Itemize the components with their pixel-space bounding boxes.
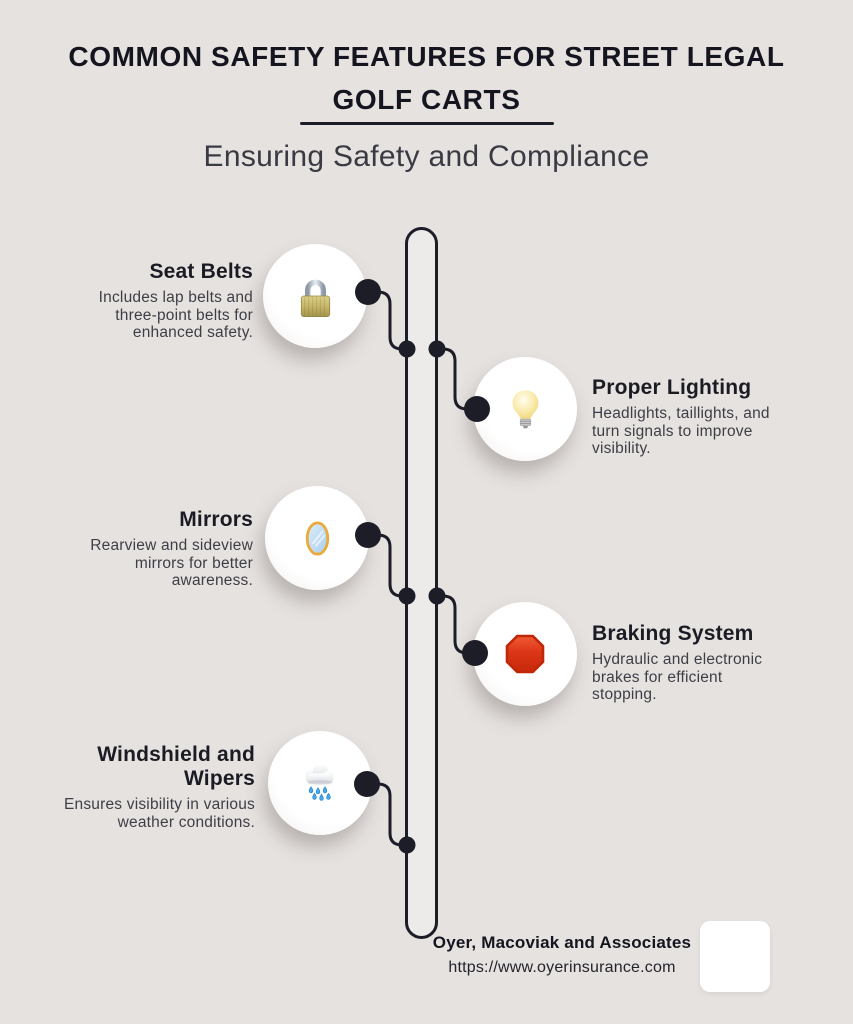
mirrors-text: Mirrors Rearview and sideview mirrors fo… xyxy=(38,508,253,589)
stop-sign-icon xyxy=(505,634,545,674)
braking-system-description: Hydraulic and electronic brakes for effi… xyxy=(592,651,763,703)
braking-system-text: Braking System Hydraulic and electronic … xyxy=(592,622,802,703)
connector-windshield-wipers xyxy=(365,782,409,847)
junction-dot-2 xyxy=(428,340,446,358)
junction-dot-3 xyxy=(398,587,416,605)
connector-braking-system xyxy=(435,594,476,655)
light-bulb-icon xyxy=(512,389,538,428)
windshield-wipers-title: Windshield and Wipers xyxy=(97,743,255,791)
footer-logo-placeholder xyxy=(700,921,770,992)
connector-seat-belts xyxy=(366,290,409,351)
title-divider xyxy=(299,122,554,125)
seat-belts-description: Includes lap belts and three-point belts… xyxy=(98,289,253,341)
mirrors-title: Mirrors xyxy=(179,508,253,531)
seat-belts-title: Seat Belts xyxy=(149,260,253,283)
footer-company-name: Oyer, Macoviak and Associates xyxy=(432,933,692,952)
junction-dot-5 xyxy=(398,836,416,854)
connector-proper-lighting xyxy=(435,347,479,411)
connector-mirrors xyxy=(366,533,409,598)
seat-belts-circle xyxy=(263,244,367,348)
junction-dot-1 xyxy=(398,340,416,358)
mirror-icon xyxy=(305,520,329,556)
proper-lighting-description: Headlights, taillights, and turn signals… xyxy=(592,405,770,457)
windshield-wipers-text: Windshield and Wipers Ensures visibility… xyxy=(30,743,255,831)
braking-system-circle xyxy=(473,602,577,706)
page-title: COMMON SAFETY FEATURES FOR STREET LEGAL … xyxy=(68,41,785,115)
proper-lighting-circle xyxy=(473,357,577,461)
mirrors-circle xyxy=(265,486,369,590)
seat-belts-text: Seat Belts Includes lap belts and three-… xyxy=(38,260,253,341)
windshield-wipers-description: Ensures visibility in various weather co… xyxy=(63,796,255,831)
page-subtitle: Ensuring Safety and Compliance xyxy=(203,140,650,173)
junction-dot-4 xyxy=(428,587,446,605)
timeline-capsule xyxy=(405,227,438,939)
footer: Oyer, Macoviak and Associates https://ww… xyxy=(430,933,694,977)
windshield-wipers-circle xyxy=(268,731,372,835)
mirrors-description: Rearview and sideview mirrors for better… xyxy=(90,537,253,589)
proper-lighting-title: Proper Lighting xyxy=(592,376,752,399)
footer-website-link[interactable]: https://www.oyerinsurance.com xyxy=(448,959,676,976)
padlock-icon xyxy=(300,279,330,317)
braking-system-title: Braking System xyxy=(592,622,754,645)
proper-lighting-text: Proper Lighting Headlights, taillights, … xyxy=(592,376,797,457)
rain-cloud-icon xyxy=(305,763,334,801)
